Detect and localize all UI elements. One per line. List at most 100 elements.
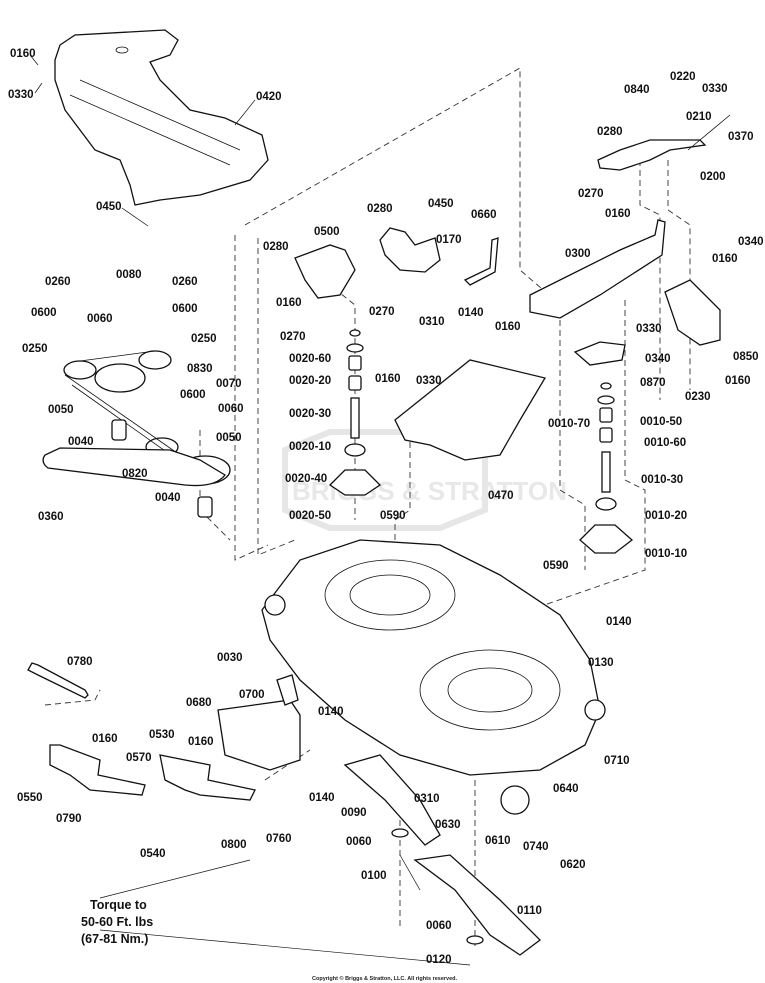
part-label: 0130 — [588, 657, 614, 669]
blades — [343, 754, 541, 956]
part-label: 0590 — [380, 510, 406, 522]
part-label: 0160 — [605, 208, 631, 220]
part-label: 0140 — [606, 616, 632, 628]
part-label: 0330 — [416, 375, 442, 387]
part-label: 0010-10 — [645, 548, 687, 560]
leader-lines — [29, 54, 471, 966]
part-label: 0300 — [565, 248, 591, 260]
part-label: 0340 — [738, 236, 764, 248]
part-label: 0160 — [188, 736, 214, 748]
assembly-guide-lines — [44, 67, 691, 950]
torque-note: Torque to 50-60 Ft. lbs (67-81 Nm.) — [81, 898, 153, 946]
part-label: 0360 — [38, 511, 64, 523]
part-label: 0160 — [10, 48, 36, 60]
part-label: 0760 — [266, 833, 292, 845]
copyright-text: Copyright © Briggs & Stratton, LLC. All … — [312, 975, 458, 982]
part-label: 0160 — [375, 373, 401, 385]
part-label: 0080 — [116, 269, 142, 281]
part-label: 0020-20 — [289, 375, 331, 387]
part-label: 0010-50 — [640, 416, 682, 428]
part-label: 0700 — [239, 689, 265, 701]
part-label: 0030 — [217, 652, 243, 664]
part-label: 0200 — [700, 171, 726, 183]
part-label: 0070 — [216, 378, 242, 390]
part-label: 0060 — [218, 403, 244, 415]
part-label: 0630 — [435, 819, 461, 831]
part-label: 0010-20 — [645, 510, 687, 522]
part-label: 0250 — [191, 333, 217, 345]
part-label: 0270 — [369, 306, 395, 318]
part-label: 0600 — [31, 307, 57, 319]
part-label: 0740 — [523, 841, 549, 853]
part-label: 0170 — [436, 234, 462, 246]
part-label: 0590 — [543, 560, 569, 572]
torque-note-line2: 50-60 Ft. lbs — [81, 915, 153, 929]
part-label: 0020-60 — [289, 353, 331, 365]
brackets — [294, 114, 731, 366]
part-label: 0060 — [346, 836, 372, 848]
part-label: 0160 — [495, 321, 521, 333]
part-label: 0850 — [733, 351, 759, 363]
part-labels: 0160 0330 0420 0450 0840 0220 0330 0210 … — [8, 48, 764, 966]
discharge-chute-0470 — [394, 359, 547, 461]
part-label: 0280 — [597, 126, 623, 138]
part-label: 0820 — [122, 468, 148, 480]
part-label: 0640 — [553, 783, 579, 795]
part-label: 0780 — [67, 656, 93, 668]
part-label: 0600 — [172, 303, 198, 315]
part-label: 0040 — [68, 436, 94, 448]
part-label: 0060 — [426, 920, 452, 932]
part-label: 0020-30 — [289, 408, 331, 420]
part-label: 0500 — [314, 226, 340, 238]
part-label: 0140 — [318, 706, 344, 718]
part-label: 0570 — [126, 752, 152, 764]
part-label: 0010-60 — [644, 437, 686, 449]
watermark-text: BRIGGS & STRATTON — [292, 476, 567, 506]
part-label: 0450 — [428, 198, 454, 210]
part-label: 0870 — [640, 377, 666, 389]
part-label: 0140 — [309, 792, 335, 804]
spindle-left — [328, 329, 382, 496]
part-label: 0470 — [488, 490, 514, 502]
part-label: 0620 — [560, 859, 586, 871]
part-label: 0110 — [517, 905, 542, 917]
part-label: 0330 — [636, 323, 662, 335]
part-label: 0790 — [56, 813, 82, 825]
part-label: 0610 — [485, 835, 511, 847]
part-label: 0210 — [686, 111, 712, 123]
part-label: 0050 — [48, 404, 74, 416]
part-label: 0020-10 — [289, 441, 331, 453]
part-label: 0260 — [172, 276, 198, 288]
part-label: 0280 — [367, 203, 393, 215]
part-label: 0330 — [702, 83, 728, 95]
part-label: 0600 — [180, 389, 206, 401]
part-label: 0020-50 — [289, 510, 331, 522]
part-label: 0660 — [471, 209, 497, 221]
mower-deck-0710 — [261, 539, 606, 776]
part-label: 0540 — [140, 848, 166, 860]
part-label: 0160 — [725, 375, 751, 387]
part-label: 0840 — [624, 84, 650, 96]
part-label: 0370 — [728, 131, 754, 143]
part-label: 0420 — [256, 91, 282, 103]
part-label: 0340 — [645, 353, 671, 365]
part-label: 0800 — [221, 839, 247, 851]
part-label: 0270 — [280, 331, 306, 343]
pulley-assembly — [42, 350, 231, 518]
part-label: 0010-70 — [548, 418, 590, 430]
part-label: 0050 — [216, 432, 242, 444]
part-label: 0090 — [341, 807, 367, 819]
part-label: 0160 — [276, 297, 302, 309]
spindle-right — [579, 382, 634, 554]
part-label: 0280 — [263, 241, 289, 253]
part-label: 0140 — [458, 307, 484, 319]
lower-left-brackets — [27, 662, 301, 801]
part-label: 0550 — [17, 792, 43, 804]
part-label: 0270 — [578, 188, 604, 200]
part-label: 0260 — [45, 276, 71, 288]
part-label: 0020-40 — [285, 473, 327, 485]
part-label: 0450 — [96, 201, 122, 213]
part-label: 0310 — [419, 316, 445, 328]
part-label: 0220 — [670, 71, 696, 83]
